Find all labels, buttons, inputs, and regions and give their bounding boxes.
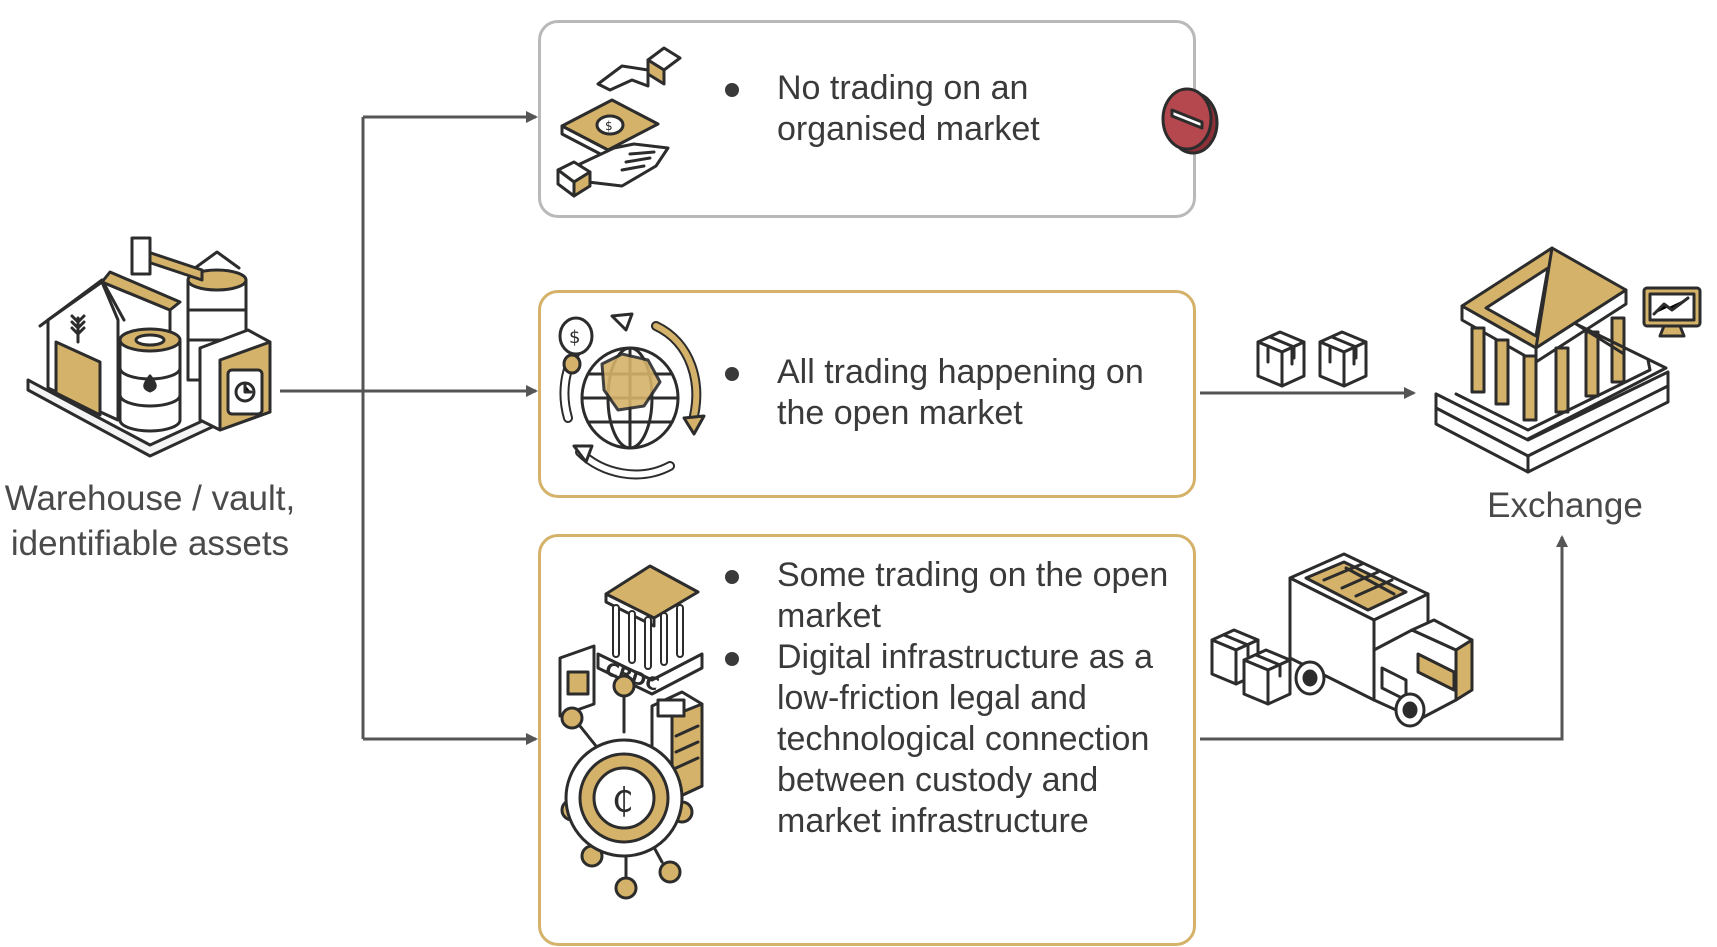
arrow-hybrid-to-exchange bbox=[1200, 535, 1568, 741]
source-label: Warehouse / vault, identifiable assets bbox=[4, 479, 296, 563]
exchange-building-icon bbox=[1434, 246, 1702, 474]
parcel-boxes-icon bbox=[1256, 330, 1368, 388]
bullet-item: Digital infrastructure as a low-friction… bbox=[725, 637, 1177, 842]
delivery-truck-icon bbox=[1210, 552, 1474, 728]
scenario-open-market-bullets: All trading happening on the open market bbox=[725, 352, 1157, 434]
bullet-item: Some trading on the open market bbox=[725, 555, 1177, 637]
global-currency-cycle-icon: $ bbox=[558, 312, 706, 480]
hand-exchange-money-icon: $ bbox=[556, 46, 682, 198]
warehouse-icon bbox=[26, 236, 272, 458]
cbdc-digital-infrastructure-icon: CBDC ₵ bbox=[558, 564, 704, 900]
bullet-item: No trading on an organised market bbox=[725, 68, 1097, 150]
exchange-label: Exchange bbox=[1487, 486, 1643, 525]
scenario-no-trading-bullets: No trading on an organised market bbox=[725, 68, 1097, 150]
scenario-hybrid-bullets: Some trading on the open market Digital … bbox=[725, 555, 1177, 842]
no-entry-icon bbox=[1161, 87, 1219, 155]
bullet-item: All trading happening on the open market bbox=[725, 352, 1157, 434]
svg-text:$: $ bbox=[605, 119, 613, 133]
svg-text:₵: ₵ bbox=[612, 781, 634, 821]
svg-text:$: $ bbox=[569, 327, 580, 348]
